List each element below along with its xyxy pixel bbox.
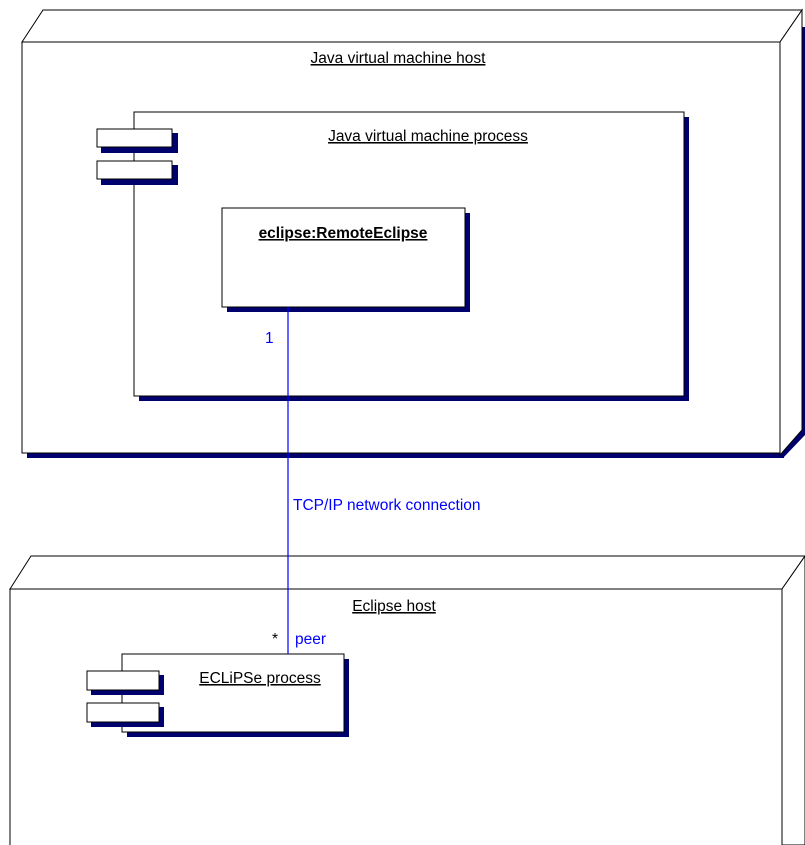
association-label: TCP/IP network connection <box>293 497 481 514</box>
component-label: Java virtual machine process <box>328 128 528 145</box>
node-label: Java virtual machine host <box>311 50 487 67</box>
object-body <box>221 207 466 308</box>
component-tab-bottom <box>96 160 173 180</box>
node-top-face <box>21 9 803 43</box>
node-label: Eclipse host <box>352 598 436 615</box>
association-tcpip[interactable]: 1 TCP/IP network connection * peer <box>265 307 481 654</box>
object-remote-eclipse[interactable]: eclipse:RemoteEclipse <box>221 207 470 312</box>
component-tab-top <box>96 128 173 148</box>
component-label: ECLiPSe process <box>199 670 321 687</box>
component-tab-top <box>86 670 160 691</box>
role-bottom: peer <box>295 631 326 648</box>
component-tab-bottom <box>86 702 160 723</box>
multiplicity-bottom: * <box>272 631 278 648</box>
object-label: eclipse:RemoteEclipse <box>259 225 428 242</box>
multiplicity-top: 1 <box>265 330 274 347</box>
node-right-face <box>781 555 805 845</box>
component-eclipse-process[interactable]: ECLiPSe process <box>86 653 349 737</box>
node-right-face <box>779 8 803 457</box>
node-top-face <box>9 555 805 590</box>
